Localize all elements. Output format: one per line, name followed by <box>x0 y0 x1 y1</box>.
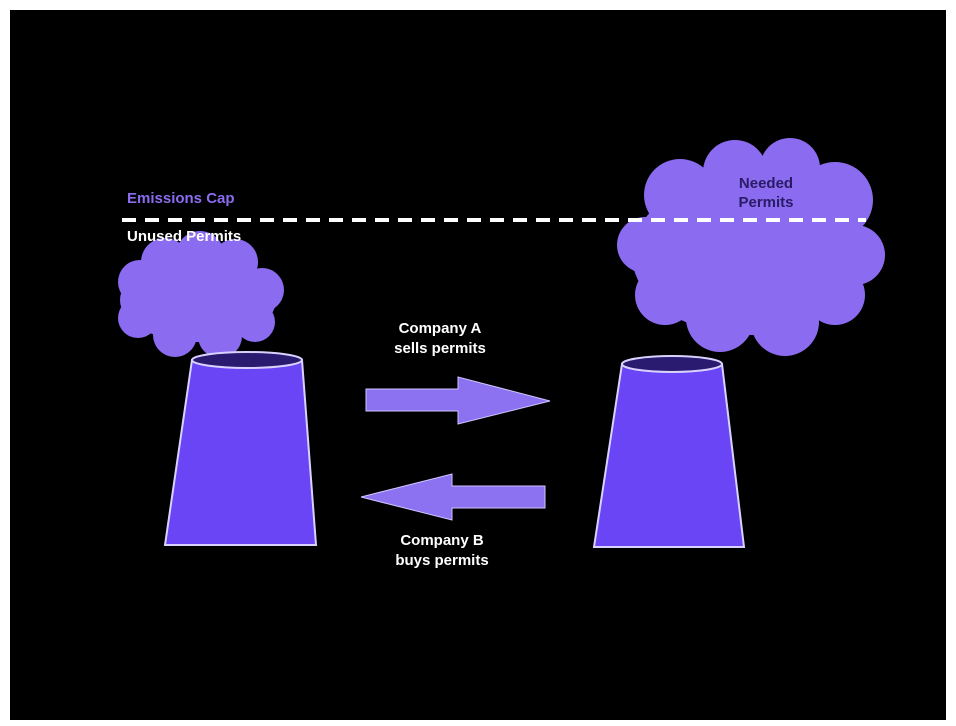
company-a-label-line1: Company A <box>398 320 482 337</box>
unused-permits-label: Unused Permits <box>127 228 242 245</box>
buy-arrow-left <box>360 473 546 521</box>
company-a-smoke-cloud <box>118 231 284 358</box>
needed-permits-label-line2: Permits <box>738 194 794 211</box>
company-a-label-line2: sells permits <box>394 340 486 357</box>
company-a-smokestack <box>163 351 318 546</box>
company-b-smoke-cloud <box>617 138 885 356</box>
company-b-smokestack <box>592 355 746 548</box>
emissions-cap-label: Emissions Cap <box>127 190 235 207</box>
slide-background <box>10 10 946 720</box>
company-b-label-line2: buys permits <box>395 552 489 569</box>
sell-arrow-right <box>365 376 551 425</box>
needed-permits-label-line1: Needed <box>738 175 794 192</box>
company-b-label-line1: Company B <box>400 532 484 549</box>
